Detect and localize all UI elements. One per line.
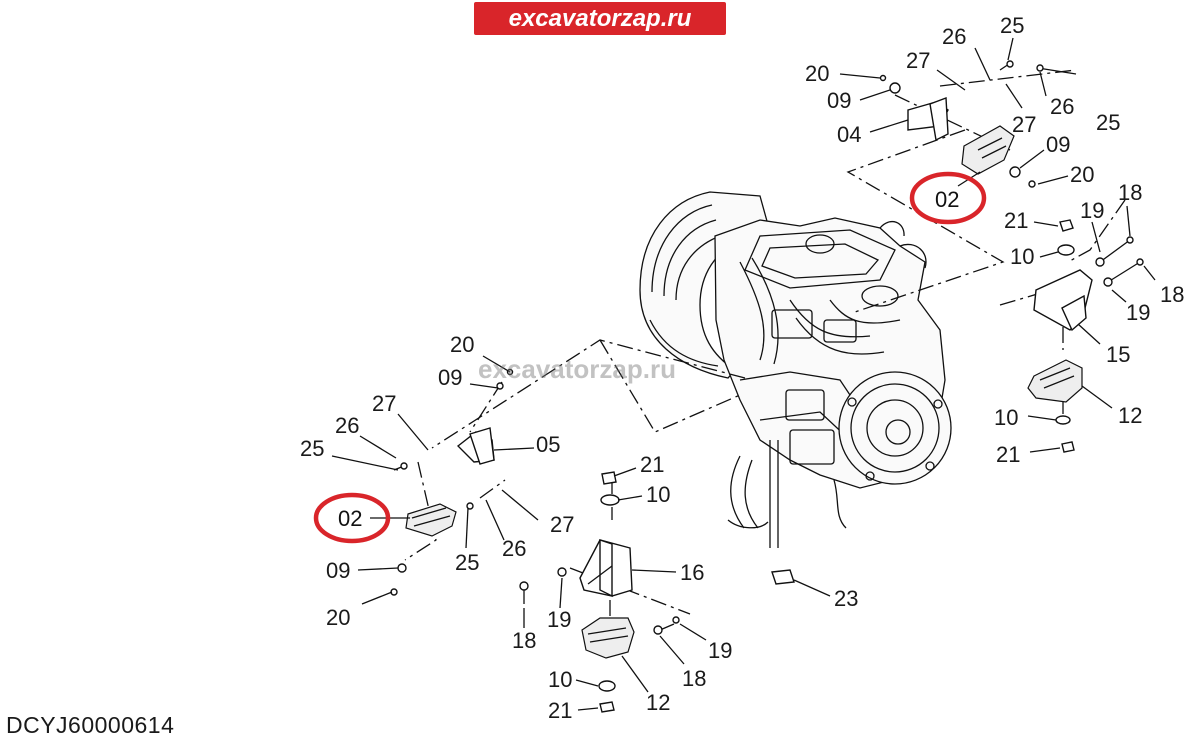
label-l-09: 09 [438,365,462,390]
label-l-26b: 26 [502,536,526,561]
right-mount-group [1027,205,1156,453]
label-l-27b: 27 [550,512,574,537]
label-b-12: 12 [646,690,670,715]
label-tr-20: 20 [805,61,829,86]
site-banner[interactable]: excavatorzap.ru [474,2,726,35]
washer-icon [889,82,901,94]
label-b-21: 21 [640,452,664,477]
label-tr-09b: 09 [1046,132,1070,157]
label-tr-26a: 26 [942,24,966,49]
label-b-21b: 21 [548,698,572,723]
nut-icon [601,471,617,485]
label-tr-25b: 25 [1096,110,1120,135]
label-l-09b: 09 [326,558,350,583]
label-tr-27b: 27 [1012,112,1036,137]
watermark-text: excavatorzap.ru [478,354,676,384]
label-l-05: 05 [536,432,560,457]
label-l-20: 20 [450,332,474,357]
label-b-19b: 19 [708,638,732,663]
label-b-18b: 18 [682,666,706,691]
engine-assembly-icon [639,191,952,548]
label-r-12: 12 [1118,403,1142,428]
bottom-mount-group [519,467,831,713]
label-l-02: 02 [338,506,362,531]
label-r-19b: 19 [1126,300,1150,325]
label-r-15: 15 [1106,342,1130,367]
label-b-18a: 18 [512,628,536,653]
drawing-code: DCYJ60000614 [6,712,175,738]
washer-icon [600,494,620,506]
rubber-cushion-icon [961,125,1015,175]
label-l-26: 26 [335,413,359,438]
rubber-cushion-icon [581,617,635,659]
label-r-21b: 21 [996,442,1020,467]
rubber-cushion-icon [1027,359,1083,403]
label-tr-26b: 26 [1050,94,1074,119]
label-tr-09: 09 [827,88,851,113]
rubber-cushion-icon [405,503,457,537]
nut-icon [1059,219,1074,232]
label-tr-02: 02 [935,187,959,212]
label-l-25b: 25 [455,550,479,575]
label-b-19a: 19 [547,607,571,632]
label-b-16: 16 [680,560,704,585]
label-b-10: 10 [646,482,670,507]
label-r-10: 10 [1010,244,1034,269]
highlight-ring-top [909,171,987,225]
label-r-18b: 18 [1160,282,1184,307]
label-tr-04: 04 [837,122,861,147]
label-l-27: 27 [372,391,396,416]
site-banner-text: excavatorzap.ru [508,5,692,32]
label-r-21: 21 [1004,208,1028,233]
label-tr-25a: 25 [1000,13,1024,38]
washer-icon [1057,244,1075,256]
label-b-10b: 10 [548,667,572,692]
left-mount-group [331,355,539,605]
label-l-25: 25 [300,436,324,461]
washer-icon [496,382,504,390]
label-tr-27a: 27 [906,48,930,73]
top-right-mount-group [839,37,1077,188]
label-r-10b: 10 [994,405,1018,430]
nut-icon [879,74,887,82]
label-r-18a: 18 [1118,180,1142,205]
label-r-19a: 19 [1080,198,1104,223]
highlight-ring-left [313,492,391,544]
label-l-20b: 20 [326,605,350,630]
callout-labels: 20 09 04 27 26 25 26 27 25 09 20 02 21 1… [300,13,1184,723]
bolt-icon [1099,239,1131,263]
label-b-23: 23 [834,586,858,611]
label-tr-20b: 20 [1070,162,1094,187]
